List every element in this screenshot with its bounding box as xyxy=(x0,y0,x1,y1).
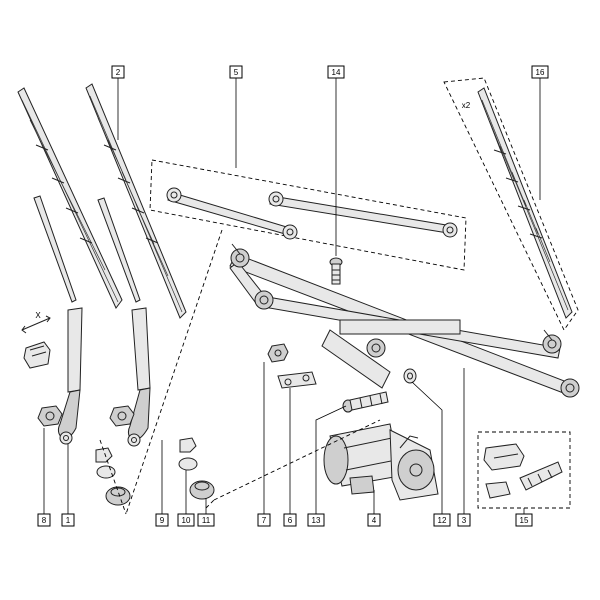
callout-5[interactable]: 5 xyxy=(229,65,243,79)
callout-11[interactable]: 11 xyxy=(197,513,215,527)
bolt-13 xyxy=(342,391,389,413)
cap-washer-group-left xyxy=(95,447,131,506)
callout-7[interactable]: 7 xyxy=(257,513,271,527)
screw-14 xyxy=(329,257,343,285)
svg-text:4: 4 xyxy=(372,516,377,525)
nut-8 xyxy=(37,405,63,427)
leader-lines xyxy=(43,78,541,514)
nut-second-arm xyxy=(109,405,135,427)
svg-text:9: 9 xyxy=(160,516,165,525)
svg-text:16: 16 xyxy=(536,68,545,77)
svg-text:3: 3 xyxy=(462,516,467,525)
svg-text:8: 8 xyxy=(42,516,47,525)
callout-3[interactable]: 3 xyxy=(457,513,471,527)
svg-text:13: 13 xyxy=(312,516,321,525)
callout-10[interactable]: 10 xyxy=(177,513,195,527)
detail-x-fastener: X xyxy=(21,311,51,369)
svg-text:11: 11 xyxy=(202,516,211,525)
svg-text:1: 1 xyxy=(66,516,71,525)
callout-9[interactable]: 9 xyxy=(155,513,169,527)
bracket-6 xyxy=(277,371,317,389)
callout-8[interactable]: 8 xyxy=(37,513,51,527)
washer-12 xyxy=(403,368,417,384)
cap-washer-group-right xyxy=(178,437,215,500)
callout-15[interactable]: 15 xyxy=(515,513,533,527)
svg-text:14: 14 xyxy=(332,68,341,77)
svg-text:6: 6 xyxy=(288,516,293,525)
callout-1[interactable]: 1 xyxy=(61,513,75,527)
left-wiper-blade xyxy=(17,87,123,309)
svg-text:2: 2 xyxy=(116,68,121,77)
wiper-arm-second xyxy=(97,197,151,447)
callout-16[interactable]: 16 xyxy=(531,65,549,79)
wiper-motor-4 xyxy=(323,423,439,501)
clip-kit-15 xyxy=(477,431,571,509)
callout-labels: 1 2 3 4 5 6 7 8 xyxy=(37,65,549,527)
svg-text:15: 15 xyxy=(520,516,529,525)
quantity-label: x2 xyxy=(462,101,471,110)
wiper-linkage-frame-3 xyxy=(229,243,580,398)
wiper-blade-2 xyxy=(85,83,187,319)
wiper-arm-1 xyxy=(33,195,83,445)
svg-text:10: 10 xyxy=(182,516,191,525)
svg-text:7: 7 xyxy=(262,516,267,525)
svg-text:12: 12 xyxy=(438,516,447,525)
callout-12[interactable]: 12 xyxy=(433,513,451,527)
callout-6[interactable]: 6 xyxy=(283,513,297,527)
svg-text:5: 5 xyxy=(234,68,239,77)
linkage-rods-5 xyxy=(149,159,467,271)
wiper-blade-16: x2 xyxy=(443,77,579,331)
nut-7 xyxy=(267,343,289,363)
callout-13[interactable]: 13 xyxy=(307,513,325,527)
detail-mark-text: X xyxy=(35,311,41,320)
callout-4[interactable]: 4 xyxy=(367,513,381,527)
dashed-pivot-leaders xyxy=(99,229,381,515)
callout-2[interactable]: 2 xyxy=(111,65,125,79)
callout-14[interactable]: 14 xyxy=(327,65,345,79)
